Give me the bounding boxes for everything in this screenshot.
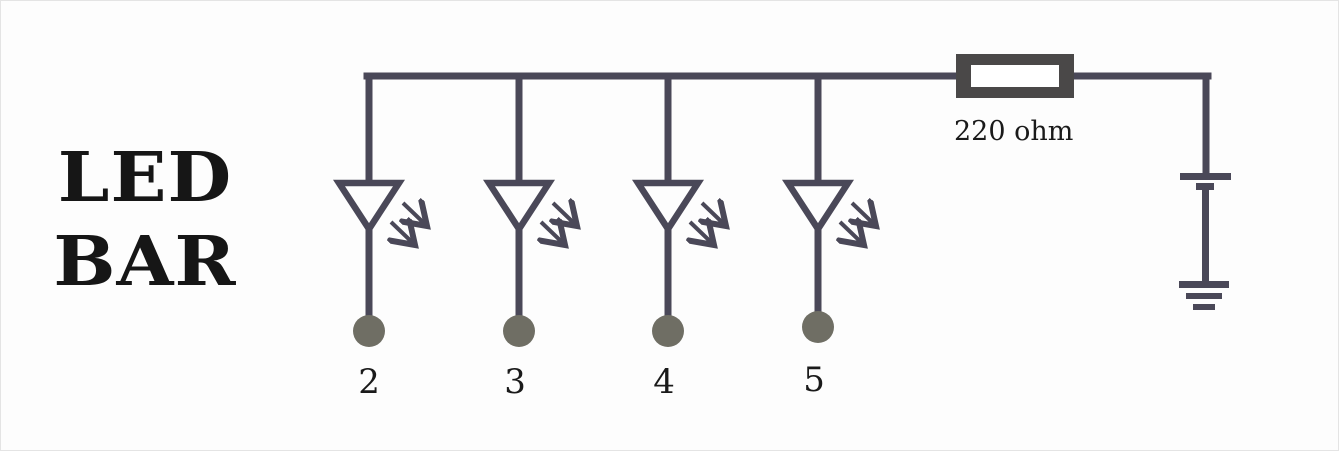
pin-number-label: 4 (653, 362, 675, 402)
light-emission-arrow-icon (403, 203, 427, 226)
pin-number-label: 2 (358, 362, 380, 402)
battery-long-plate (1180, 173, 1231, 180)
pin-pad (353, 315, 385, 347)
ground-line-3 (1193, 304, 1215, 310)
light-emission-arrow-icon (553, 203, 577, 226)
led-diode-triangle (782, 179, 854, 235)
pin-pad (802, 311, 834, 343)
light-emission-arrow-icon (852, 203, 876, 226)
ground-line-1 (1179, 281, 1229, 288)
led-branch: 2 (333, 76, 427, 402)
led-branch: 4 (632, 76, 726, 402)
pin-number-label: 3 (504, 362, 526, 402)
light-emission-arrow-icon (840, 222, 864, 245)
ground-wire (1202, 190, 1209, 283)
ground-line-2 (1186, 293, 1222, 299)
led-diode-triangle (632, 179, 704, 235)
light-emission-arrow-icon (391, 222, 415, 245)
title-line-2: BAR (53, 222, 237, 302)
led-diode-triangle (333, 179, 405, 235)
resistor: 220 ohm (954, 54, 1074, 147)
battery-ground-symbol (1179, 173, 1231, 310)
title-line-1: LED (57, 138, 233, 218)
light-emission-arrow-icon (690, 222, 714, 245)
led-branch: 5 (782, 76, 876, 400)
resistor-inner (971, 65, 1059, 87)
led-branch: 3 (483, 76, 577, 402)
led-diode-triangle (483, 179, 555, 235)
resistor-value-label: 220 ohm (954, 116, 1073, 147)
pin-number-label: 5 (803, 360, 825, 400)
light-emission-arrow-icon (702, 203, 726, 226)
diagram-title: LED BAR (32, 136, 259, 304)
battery-short-plate (1196, 183, 1214, 190)
light-emission-arrow-icon (541, 222, 565, 245)
pin-pad (503, 315, 535, 347)
pin-pad (652, 315, 684, 347)
